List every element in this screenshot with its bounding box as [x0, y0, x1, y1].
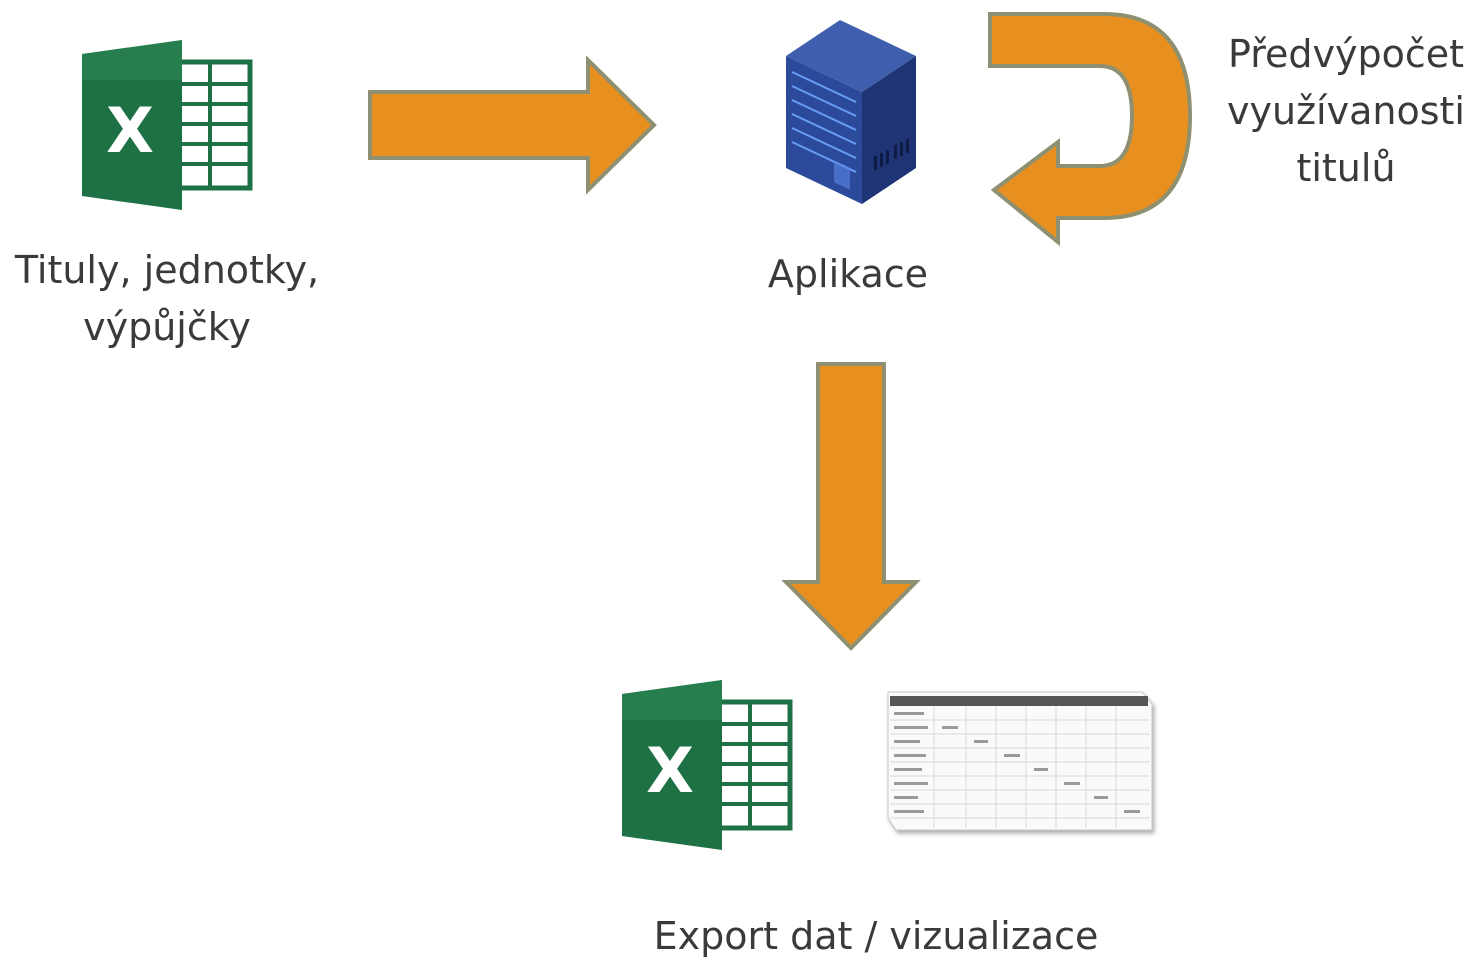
down-arrow — [781, 362, 921, 651]
server-rack-icon — [786, 20, 916, 204]
source-label-line-1: Tituly, jednotky, — [14, 248, 320, 292]
loop-label-line-3: titulů — [1296, 146, 1396, 190]
svg-text:X: X — [646, 734, 694, 807]
excel-icon: X — [82, 40, 253, 210]
loop-label-line-2: využívanosti — [1227, 89, 1465, 133]
u-turn-arrow-icon — [988, 12, 1193, 247]
excel-icon: X — [622, 680, 793, 850]
svg-text:X: X — [106, 94, 154, 167]
right-arrow — [368, 55, 657, 195]
output-label: Export dat / vizualizace — [653, 914, 1099, 958]
loop-label: Předvýpočet využívanosti titulů — [1218, 26, 1474, 197]
source-label: Tituly, jednotky, výpůjčky — [0, 242, 334, 356]
source-label-line-2: výpůjčky — [83, 305, 251, 349]
app-label: Aplikace — [767, 252, 929, 296]
table-preview-icon — [887, 691, 1153, 831]
loop-label-line-1: Předvýpočet — [1227, 32, 1465, 76]
